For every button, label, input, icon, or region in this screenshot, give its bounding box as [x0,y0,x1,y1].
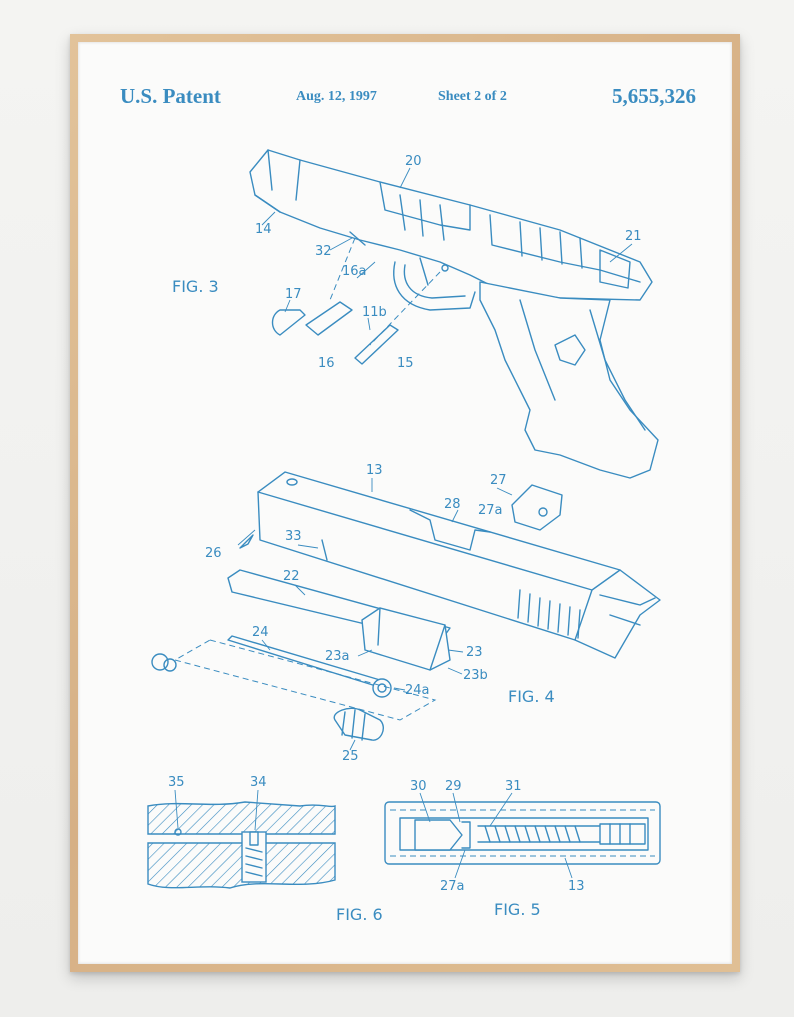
ref-16a: 16a [342,264,367,279]
ref-13: 13 [366,463,383,478]
ref-29: 29 [445,779,462,794]
ref-27a: 27a [478,503,503,518]
ref-27a-fig5: 27a [440,879,465,894]
ref-24a: 24a [405,683,430,698]
ref-16: 16 [318,356,335,371]
ref-35: 35 [168,775,185,790]
ref-26: 26 [205,546,222,561]
fig4-slide-drawing [151,471,661,741]
fig4-caption: FIG. 4 [508,687,555,706]
fig5-section-drawing [384,801,661,865]
ref-30: 30 [410,779,427,794]
ref-22: 22 [283,569,300,584]
header-date: Aug. 12, 1997 [296,89,377,104]
ref-31: 31 [505,779,522,794]
ref-21: 21 [625,229,642,244]
fig5-caption: FIG. 5 [494,900,541,919]
ref-11b: 11b [362,305,387,320]
ref-28: 28 [444,497,461,512]
ref-23a: 23a [325,649,350,664]
ref-23: 23 [466,645,483,660]
header-sheet: Sheet 2 of 2 [438,89,507,104]
patent-drawing: FIG. 3 20 14 32 21 16a 17 11b 16 15 [147,149,661,924]
ref-24: 24 [252,625,269,640]
fig6-section-drawing [147,801,336,889]
ref-34: 34 [250,775,267,790]
header-patent-number: 5,655,326 [612,84,696,108]
ref-14: 14 [255,222,272,237]
ref-32: 32 [315,244,332,259]
fig6-caption: FIG. 6 [336,905,383,924]
fig3-frame-drawing [249,149,659,479]
ref-23b: 23b [463,668,488,683]
ref-27: 27 [490,473,507,488]
ref-33: 33 [285,529,302,544]
wooden-frame: U.S. Patent Aug. 12, 1997 Sheet 2 of 2 5… [70,34,740,972]
patent-poster: U.S. Patent Aug. 12, 1997 Sheet 2 of 2 5… [78,42,732,964]
fig3-caption: FIG. 3 [172,277,219,296]
ref-13-fig5: 13 [568,879,585,894]
ref-15: 15 [397,356,414,371]
ref-20: 20 [405,154,422,169]
header-patent-title: U.S. Patent [120,84,221,108]
ref-17: 17 [285,287,302,302]
ref-25: 25 [342,749,359,764]
